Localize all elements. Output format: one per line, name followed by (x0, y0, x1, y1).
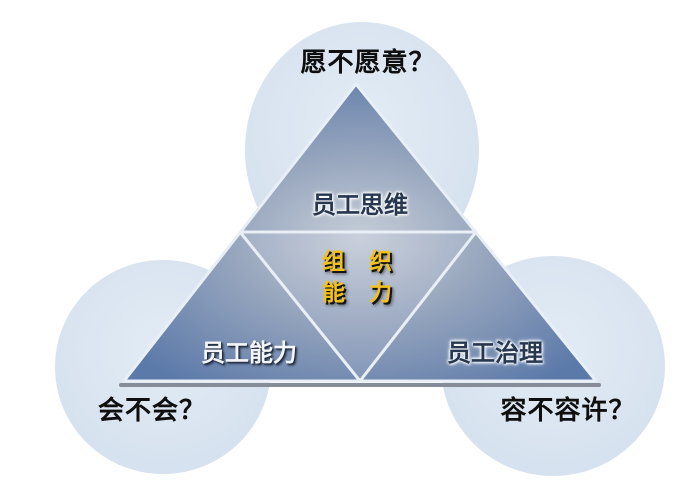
section-label-employee-mindset: 员工思维 (312, 191, 408, 219)
question-bottom-left: 会不会？ (97, 396, 206, 426)
section-label-employee-governance: 员工治理 (447, 339, 543, 367)
center-label-line2: 能 力 (321, 280, 394, 306)
center-inverted-triangle (240, 232, 476, 381)
section-label-employee-capability: 员工能力 (201, 339, 297, 367)
center-label-line1: 组 织 (321, 249, 394, 275)
divider-right-diagonal (358, 231, 478, 382)
question-bottom-right: 容不容许？ (500, 396, 636, 426)
divider-left-diagonal (238, 231, 362, 382)
question-top: 愿不愿意？ (300, 48, 436, 78)
center-label-organizational-capability: 组 织 能 力 (258, 247, 458, 309)
